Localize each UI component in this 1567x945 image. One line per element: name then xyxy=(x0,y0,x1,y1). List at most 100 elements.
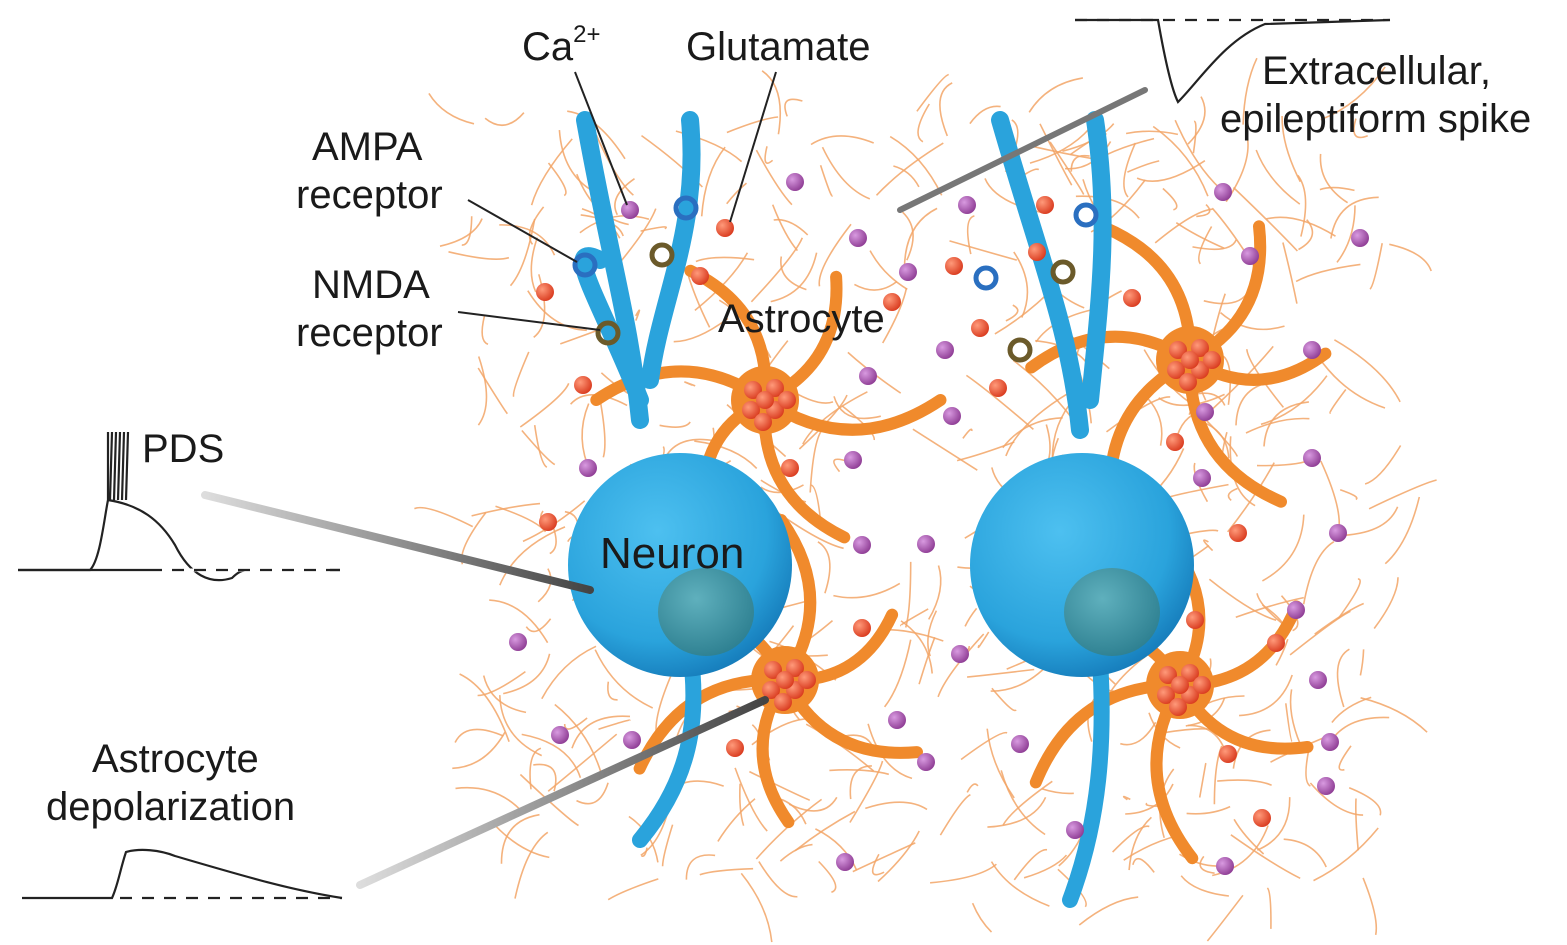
fiber-strand xyxy=(477,670,526,697)
fiber-strand xyxy=(717,798,756,842)
fiber-strand xyxy=(616,208,657,267)
calcium-dot xyxy=(509,633,527,651)
astrocyte-glutamate-vesicle xyxy=(1193,676,1211,694)
fiber-strand xyxy=(607,681,618,701)
fiber-strand xyxy=(1192,120,1197,154)
fiber-strand xyxy=(875,142,944,196)
fiber-strand xyxy=(499,526,566,586)
fiber-strand xyxy=(770,252,818,303)
fiber-strand xyxy=(794,810,856,852)
fiber-strand xyxy=(700,146,726,217)
ampa-label-line1: AMPA xyxy=(312,125,423,169)
fiber-strand xyxy=(1230,834,1301,880)
fiber-strand xyxy=(819,165,834,197)
fiber-strand xyxy=(571,715,631,749)
calcium-dot xyxy=(621,201,639,219)
calcium-dot xyxy=(936,341,954,359)
fiber-strand xyxy=(1235,596,1304,618)
astrocyte-glutamate-vesicle xyxy=(774,693,792,711)
fiber-strand xyxy=(865,801,928,811)
fiber-strand xyxy=(1175,222,1225,249)
astrocyte-glutamate-vesicle xyxy=(1169,341,1187,359)
fiber-strand xyxy=(1198,226,1213,265)
fiber-strand xyxy=(1032,145,1092,160)
astrocyte-glutamate-vesicle xyxy=(1181,351,1199,369)
fiber-strand xyxy=(1122,795,1131,801)
fiber-strand xyxy=(579,214,650,234)
calcium-dot xyxy=(1321,733,1339,751)
neuron-left-nucleus xyxy=(658,568,754,656)
fiber-strand xyxy=(1389,243,1432,272)
fiber-strand xyxy=(530,237,539,293)
fiber-strand xyxy=(917,103,930,143)
fiber-strand xyxy=(788,796,838,812)
fiber-strand xyxy=(1199,855,1215,874)
glutamate-dot xyxy=(989,379,1007,397)
calcium-dot xyxy=(951,645,969,663)
fiber-strand xyxy=(634,309,641,321)
calcium-dot xyxy=(1351,229,1369,247)
fiber-strand xyxy=(1002,780,1053,826)
fiber-strand xyxy=(477,367,509,415)
fiber-strand xyxy=(1281,115,1302,183)
fiber-strand xyxy=(966,215,975,255)
astrocyte-glutamate-vesicle xyxy=(754,413,772,431)
fiber-strand xyxy=(1384,496,1421,565)
extracellular-label-line1: Extracellular, xyxy=(1262,49,1491,93)
fiber-strand xyxy=(758,861,798,898)
fiber-strand xyxy=(928,565,942,620)
calcium-dot xyxy=(844,451,862,469)
calcium-superscript: 2+ xyxy=(573,21,600,48)
fiber-strand xyxy=(802,391,868,445)
neuron-right xyxy=(970,111,1194,908)
calcium-dot xyxy=(1011,735,1029,753)
leader-lines xyxy=(457,71,777,331)
fiber-strand xyxy=(477,356,488,426)
fiber-strand xyxy=(1158,393,1225,407)
electrode-astrocyte xyxy=(356,696,769,889)
fiber-strand xyxy=(547,733,618,792)
fiber-strand xyxy=(1319,153,1349,204)
fiber-strand xyxy=(883,639,912,708)
fiber-strand xyxy=(499,224,556,256)
calcium-dot xyxy=(1241,247,1259,265)
fiber-strand xyxy=(547,162,567,197)
fiber-strand xyxy=(414,506,474,528)
fiber-strand xyxy=(1283,838,1327,868)
astrocyte-glutamate-vesicle xyxy=(1171,676,1189,694)
fiber-strand xyxy=(1012,359,1075,422)
fiber-strand xyxy=(1187,96,1206,145)
fiber-strand xyxy=(726,116,779,134)
fiber-strand xyxy=(1260,375,1328,426)
astrocyte-glutamate-vesicle xyxy=(1159,666,1177,684)
glutamate-dot xyxy=(1267,634,1285,652)
fiber-strand xyxy=(1078,896,1139,926)
calcium-dot xyxy=(1214,183,1232,201)
extracellular-label-line2: epileptiform spike xyxy=(1220,97,1531,141)
fiber-strand xyxy=(1005,304,1019,322)
fiber-strand xyxy=(694,252,749,312)
fiber-strand xyxy=(829,769,890,776)
fiber-strand xyxy=(960,731,1008,761)
fiber-strand xyxy=(1120,721,1157,746)
calcium-dot xyxy=(579,459,597,477)
fiber-strand xyxy=(1203,290,1250,305)
fiber-strand xyxy=(809,429,823,493)
fiber-strand xyxy=(882,288,908,344)
calcium-dot xyxy=(786,173,804,191)
fiber-strand xyxy=(1049,141,1085,195)
fiber-strand xyxy=(1338,745,1352,771)
fiber-strand xyxy=(1266,216,1336,237)
fiber-strand xyxy=(1297,174,1307,237)
fiber-strand xyxy=(1256,458,1312,467)
fiber-strand xyxy=(771,204,799,252)
astrocyte-glutamate-vesicle xyxy=(778,391,796,409)
astrocyte-glutamate-vesicle xyxy=(756,391,774,409)
astrocyte-glutamate-vesicle xyxy=(1157,686,1175,704)
fiber-strand xyxy=(695,256,755,263)
fiber-strand xyxy=(1005,392,1069,457)
fiber-strand xyxy=(916,73,949,112)
fiber-strand xyxy=(986,728,1015,799)
fiber-strand xyxy=(1255,149,1301,205)
